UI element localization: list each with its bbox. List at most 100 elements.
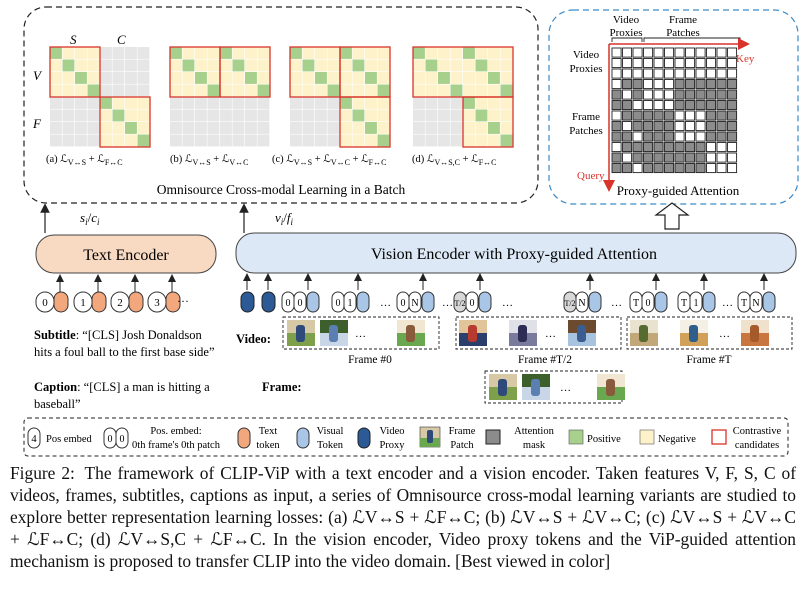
attention-cell: [653, 68, 664, 79]
visual-token: [654, 291, 668, 313]
attention-cell: [632, 47, 643, 58]
legend-patch-pos-index: 0: [120, 434, 125, 445]
matrix-cell: [245, 84, 257, 97]
thumbnail-figure: [606, 379, 615, 396]
matrix-cell: [327, 109, 340, 122]
matrix-cell: [352, 47, 365, 59]
matrix-cell: [75, 72, 87, 84]
matrix-cell: [112, 47, 125, 59]
attention-cell: [643, 100, 654, 111]
attention-cell: [611, 68, 622, 79]
attention-cell: [695, 163, 706, 174]
attention-cell: [622, 89, 633, 100]
matrix-cell: [220, 109, 232, 122]
matrix-cell: [327, 59, 340, 72]
matrix-cell: [377, 72, 390, 84]
attention-cell: [622, 131, 633, 142]
matrix-cell: [315, 72, 327, 84]
thumbnail-figure: [406, 325, 415, 342]
frame-thumbnail: [459, 320, 487, 346]
matrix-cell: [182, 97, 195, 109]
attn-col-label-video: Video: [613, 14, 640, 26]
legend-frame-patch-label-b: Patch: [450, 440, 474, 451]
frame-ellipsis: …: [355, 328, 366, 340]
attention-cell: [664, 58, 675, 69]
matrix-cell: [170, 134, 182, 147]
attention-cell: [695, 68, 706, 79]
legend-pos-embed2-desc: 0th frame's 0th patch: [132, 440, 221, 451]
matrix-cell: [195, 59, 207, 72]
text-encoder-label: Text Encoder: [83, 247, 169, 264]
thumbnail-figure: [750, 325, 759, 342]
attention-cell: [611, 110, 622, 121]
attention-cell: [695, 47, 706, 58]
attention-cell: [685, 163, 696, 174]
text-token: [128, 291, 144, 313]
matrix-cell: [62, 59, 75, 72]
matrix-cell: [182, 84, 195, 97]
pos-embed-frame-index: 0: [401, 298, 406, 309]
matrix-cell: [450, 72, 463, 84]
matrix-label-s: S: [70, 32, 77, 47]
attention-cell: [632, 163, 643, 174]
pos-embed-patch: [343, 291, 357, 313]
attention-cell: [653, 131, 664, 142]
matrix-label-f: F: [32, 116, 42, 131]
matrix-cell: [220, 97, 232, 109]
matrix-cell: [315, 59, 327, 72]
matrix-cell: [207, 134, 220, 147]
frame-thumbnail: [522, 374, 550, 400]
matrix-cell: [475, 97, 488, 109]
pos-embed-patch: [465, 291, 479, 313]
matrix-cell: [232, 47, 245, 59]
matrix-cell: [463, 47, 475, 59]
vision-encoder-label: Vision Encoder with Proxy-guided Attenti…: [371, 246, 657, 263]
attention-cell: [674, 100, 685, 111]
legend-pos-embed-label: Pos embed: [46, 434, 93, 445]
matrix-cell: [62, 84, 75, 97]
matrix-cell: [425, 84, 438, 97]
matrix-cell: [475, 47, 488, 59]
legend-attention-mask-label-b: mask: [523, 440, 546, 451]
key-label: Key: [736, 53, 755, 65]
attention-cell: [674, 68, 685, 79]
matrix-cell: [340, 97, 352, 109]
attention-grid: [611, 37, 741, 174]
subtitle-text-line1: Subtitle: “[CLS] Josh Donaldson: [34, 328, 202, 342]
pos-embed-patch-index: 0: [646, 298, 651, 309]
matrix-cell: [365, 122, 377, 134]
pos-embed-number: 3: [154, 297, 160, 309]
matrix-cell: [182, 72, 195, 84]
matrix-cell: [137, 109, 150, 122]
attention-cell: [674, 152, 685, 163]
legend-attention-mask-label-a: Attention: [514, 426, 554, 437]
attn-row-label-proxies: Proxies: [570, 63, 603, 75]
matrix-cell: [425, 97, 438, 109]
matrix-cell: [463, 109, 475, 122]
attn-row-label-patches: Patches: [569, 125, 603, 137]
matrix-cell: [500, 72, 513, 84]
matrix-cell: [100, 72, 112, 84]
attention-cell: [643, 79, 654, 90]
panel-label-c: (c) ℒV↔S + ℒV↔C + ℒF↔C: [272, 153, 386, 167]
matrix-cell: [207, 122, 220, 134]
matrix-cell: [450, 122, 463, 134]
attn-col-label-frame: Frame: [669, 14, 697, 26]
matrix-cell: [232, 84, 245, 97]
attention-cell: [632, 58, 643, 69]
pos-embed-frame-index: 0: [336, 298, 341, 309]
matrix-cell: [302, 97, 315, 109]
attention-cell: [643, 89, 654, 100]
matrix-cell: [207, 84, 220, 97]
matrix-cell: [475, 134, 488, 147]
attention-cell: [706, 152, 717, 163]
matrix-cell: [182, 134, 195, 147]
matrix-cell: [475, 109, 488, 122]
matrix-cell: [315, 109, 327, 122]
attention-cell: [622, 100, 633, 111]
legend-pos-embed-number: 4: [31, 434, 37, 445]
matrix-cell: [488, 84, 500, 97]
attention-cell: [611, 89, 622, 100]
text-encoder: [35, 234, 217, 274]
